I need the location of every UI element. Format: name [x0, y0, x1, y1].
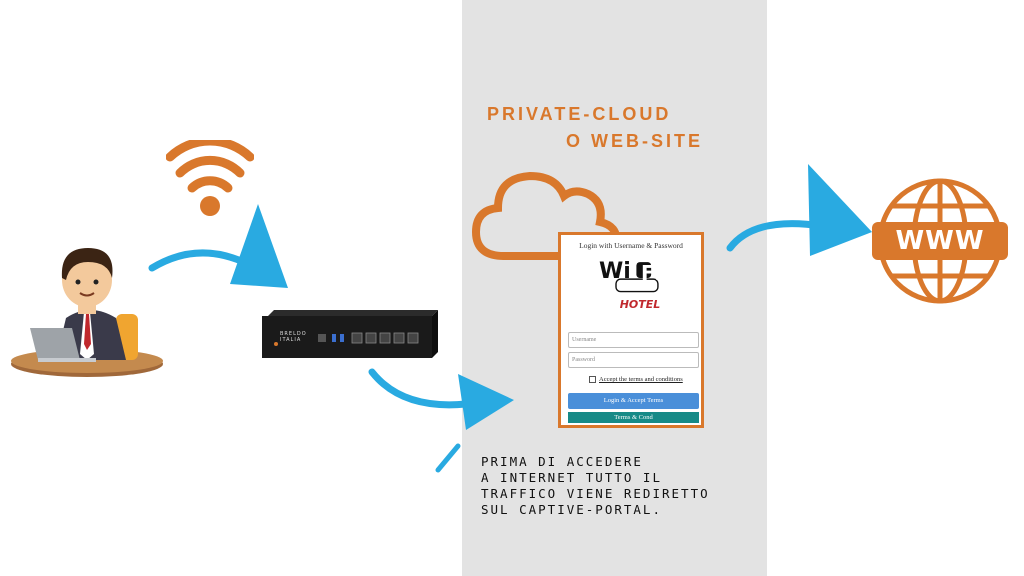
checkbox-icon[interactable]	[589, 376, 596, 384]
person-laptop-icon	[11, 248, 163, 377]
login-button[interactable]: Login & Accept Terms	[568, 393, 699, 409]
cloud-title-line1: PRIVATE-CLOUD	[487, 104, 672, 124]
terms-checkbox[interactable]: Accept the terms and conditions	[589, 376, 683, 384]
note-line: SUL CAPTIVE-PORTAL.	[481, 502, 662, 517]
router-brand-line1: BRELDO	[280, 331, 307, 337]
wifi-hotel-logo	[615, 262, 659, 293]
logo-wi-text: Wi	[599, 259, 631, 284]
arrow-icon	[368, 368, 514, 473]
logo-sub-text: HOTEL	[619, 298, 661, 311]
username-field[interactable]: Username	[568, 332, 699, 348]
logo-fi-text: Fi	[641, 261, 662, 285]
www-label: WWW	[895, 226, 985, 256]
terms-label: Accept the terms and conditions	[599, 376, 683, 383]
globe-www-icon	[872, 178, 1008, 304]
wifi-icon	[166, 140, 254, 216]
note-line: TRAFFICO VIENE REDIRETTO	[481, 486, 710, 501]
redirect-note: PRIMA DI ACCEDERE A INTERNET TUTTO IL TR…	[481, 454, 710, 518]
arrow-icon	[148, 204, 288, 288]
cloud-title-line2: O WEB-SITE	[566, 131, 703, 151]
note-line: PRIMA DI ACCEDERE	[481, 454, 643, 469]
router-icon	[262, 310, 438, 358]
portal-title: Login with Username & Password	[579, 241, 683, 250]
cloud-icon	[472, 171, 620, 260]
router-brand: BRELDO ITALIA	[280, 331, 307, 343]
captive-portal-card: Login with Username & Password Wi Fi HOT…	[558, 232, 704, 428]
password-field[interactable]: Password	[568, 352, 699, 368]
router-brand-line2: ITALIA	[280, 337, 302, 343]
note-line: A INTERNET TUTTO IL	[481, 470, 662, 485]
arrow-icon	[726, 164, 872, 256]
terms-button[interactable]: Terms & Cond	[568, 412, 699, 423]
